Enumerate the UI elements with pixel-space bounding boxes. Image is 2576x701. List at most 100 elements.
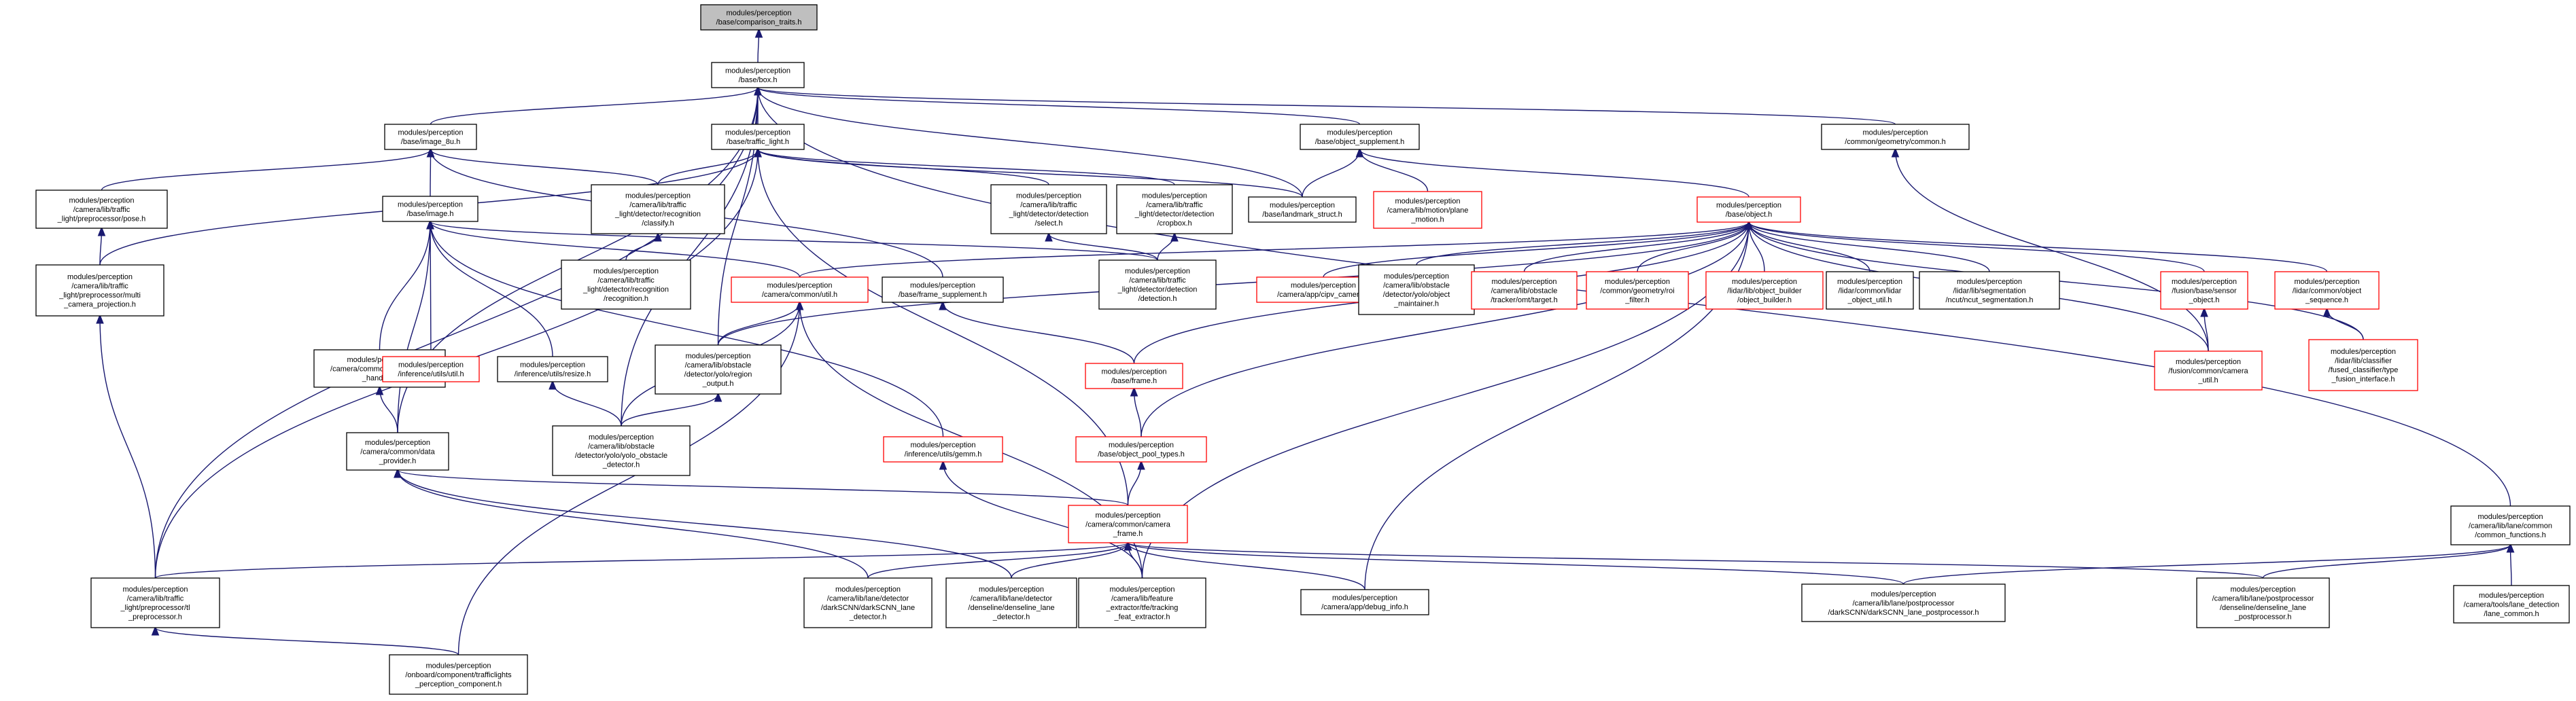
node-base_frame[interactable]: modules/perception/base/frame.h bbox=[1085, 363, 1183, 389]
node-traffic_light[interactable]: modules/perception/base/traffic_light.h bbox=[711, 124, 805, 150]
node-label-line: _util.h bbox=[2197, 376, 2218, 384]
node-label-line: /camera/lib/lane/common bbox=[2469, 522, 2552, 530]
node-label-line: _filter.h bbox=[1624, 296, 1649, 304]
node-trafficlights_comp[interactable]: modules/perception/onboard/component/tra… bbox=[389, 654, 528, 695]
node-label-line: modules/perception bbox=[1142, 192, 1207, 200]
node-camera_frame[interactable]: modules/perception/camera/common/camera_… bbox=[1068, 505, 1188, 543]
node-label-line: modules/perception bbox=[1270, 202, 1335, 210]
node-label-line: /camera/lib/feature bbox=[1111, 595, 1173, 603]
node-omt_target[interactable]: modules/perception/camera/lib/obstacle/t… bbox=[1471, 271, 1578, 310]
node-tl_preprocessor[interactable]: modules/perception/camera/lib/traffic_li… bbox=[90, 577, 220, 628]
node-yolo_region[interactable]: modules/perception/camera/lib/obstacle/d… bbox=[655, 344, 782, 395]
node-denseline_det[interactable]: modules/perception/camera/lib/lane/detec… bbox=[945, 577, 1077, 628]
node-tl_pose[interactable]: modules/perception/camera/lib/traffic_li… bbox=[35, 190, 168, 229]
node-box bbox=[384, 124, 477, 150]
node-fused_classifier[interactable]: modules/perception/lidar/lib/classifier/… bbox=[2308, 339, 2418, 391]
node-data_provider[interactable]: modules/perception/camera/common/data_pr… bbox=[346, 432, 449, 471]
node-label-line: /inference/utils/resize.h bbox=[515, 370, 591, 378]
edge-geometry_common-to-box bbox=[758, 88, 1896, 125]
edge-camera_frame-to-object_pool bbox=[1127, 462, 1142, 506]
edge-path bbox=[1128, 543, 1904, 585]
node-label-line: /select.h bbox=[1035, 219, 1063, 228]
node-label-line: /camera/lib/traffic bbox=[1146, 201, 1203, 209]
node-label-line: modules/perception bbox=[1101, 368, 1166, 376]
node-inference_resize[interactable]: modules/perception/inference/utils/resiz… bbox=[497, 356, 608, 382]
node-label-line: /base/traffic_light.h bbox=[727, 138, 789, 146]
edge-camera_frame-to-data_provider bbox=[398, 470, 1129, 506]
node-obj_sequence[interactable]: modules/perception/lidar/common/object_s… bbox=[2274, 271, 2380, 310]
node-label-line: modules/perception bbox=[69, 196, 134, 204]
node-object_supplement[interactable]: modules/perception/base/object_supplemen… bbox=[1300, 124, 1420, 150]
node-object[interactable]: modules/perception/base/object.h bbox=[1696, 196, 1801, 223]
node-label-line: /lidar/lib/segmentation bbox=[1953, 287, 2025, 295]
node-debug_info[interactable]: modules/perception/camera/app/debug_info… bbox=[1300, 589, 1429, 615]
node-label-line: /base/object_supplement.h bbox=[1315, 138, 1404, 146]
node-lidar_obj_util[interactable]: modules/perception/lidar/common/lidar_ob… bbox=[1826, 271, 1914, 310]
node-det_select[interactable]: modules/perception/camera/lib/traffic_li… bbox=[990, 184, 1107, 234]
edge-base_frame-to-frame_supplement bbox=[943, 302, 1135, 364]
node-box[interactable]: modules/perception/base/box.h bbox=[711, 62, 805, 88]
node-geom_roi[interactable]: modules/perception/common/geometry/roi_f… bbox=[1586, 271, 1689, 310]
edge-lidar_obj_util-to-object bbox=[1749, 222, 1870, 272]
node-geometry_common[interactable]: modules/perception/common/geometry/commo… bbox=[1821, 124, 1970, 150]
node-label-line: /camera/lib/traffic bbox=[1129, 276, 1186, 285]
node-inference_gemm[interactable]: modules/perception/inference/utils/gemm.… bbox=[883, 436, 1003, 463]
edge-path bbox=[430, 221, 944, 437]
node-landmark[interactable]: modules/perception/base/landmark_struct.… bbox=[1248, 196, 1357, 223]
node-image[interactable]: modules/perception/base/image.h bbox=[382, 196, 478, 222]
node-label-line: modules/perception bbox=[1862, 129, 1928, 137]
node-det_cropbox[interactable]: modules/perception/camera/lib/traffic_li… bbox=[1116, 184, 1233, 234]
node-darkscnn_post[interactable]: modules/perception/camera/lib/lane/postp… bbox=[1801, 583, 2006, 622]
edge-detection_h-to-image bbox=[430, 221, 1158, 261]
node-box bbox=[2196, 577, 2330, 628]
node-label-line: modules/perception bbox=[1016, 192, 1081, 200]
edge-fusion_cam_util-to-geometry_common bbox=[1896, 149, 2209, 352]
node-denseline_post[interactable]: modules/perception/camera/lib/lane/postp… bbox=[2196, 577, 2330, 628]
node-motion_plane[interactable]: modules/perception/camera/lib/motion/pla… bbox=[1373, 191, 1482, 229]
node-label-line: modules/perception bbox=[122, 586, 188, 594]
node-label-line: /common/geometry/common.h bbox=[1845, 138, 1946, 146]
node-darkscnn_det[interactable]: modules/perception/camera/lib/lane/detec… bbox=[803, 577, 933, 628]
node-label-line: /camera/common/util.h bbox=[762, 291, 837, 299]
node-label-line: _camera_projection.h bbox=[63, 301, 136, 309]
edge-tl_preprocessor-to-multi_cam_proj bbox=[100, 316, 156, 579]
node-label-line: /camera/lib/traffic bbox=[629, 201, 686, 209]
node-image8u[interactable]: modules/perception/base/image_8u.h bbox=[384, 124, 477, 150]
node-fusion_cam_util[interactable]: modules/perception/fusion/common/camera_… bbox=[2154, 350, 2263, 391]
node-yolo_detector[interactable]: modules/perception/camera/lib/obstacle/d… bbox=[552, 425, 691, 476]
node-inference_util[interactable]: modules/perception/inference/utils/util.… bbox=[382, 356, 480, 382]
node-lane_common_functions[interactable]: modules/perception/camera/lib/lane/commo… bbox=[2450, 505, 2571, 545]
edge-denseline_post-to-camera_frame bbox=[1128, 543, 2264, 579]
node-box bbox=[1300, 124, 1420, 150]
node-frame_supplement[interactable]: modules/perception/base/frame_supplement… bbox=[882, 276, 1004, 303]
node-obj_builder[interactable]: modules/perception/lidar/lib/object_buil… bbox=[1705, 271, 1824, 310]
node-label-line: modules/perception bbox=[1491, 278, 1556, 286]
node-label-line: /base/landmark_struct.h bbox=[1262, 211, 1342, 219]
node-box bbox=[591, 184, 725, 234]
node-recognition_h[interactable]: modules/perception/camera/lib/traffic_li… bbox=[561, 259, 691, 310]
edge-det_cropbox-to-traffic_light bbox=[758, 149, 1175, 185]
node-label-line: modules/perception bbox=[2331, 348, 2396, 356]
node-box bbox=[700, 4, 818, 31]
node-detection_h[interactable]: modules/perception/camera/lib/traffic_li… bbox=[1098, 259, 1217, 310]
node-cam_util[interactable]: modules/perception/camera/common/util.h bbox=[731, 276, 869, 303]
node-ncut_seg[interactable]: modules/perception/lidar/lib/segmentatio… bbox=[1919, 271, 2060, 310]
node-recog_classify[interactable]: modules/perception/camera/lib/traffic_li… bbox=[591, 184, 725, 234]
node-box bbox=[1821, 124, 1970, 150]
node-label-line: _preprocessor.h bbox=[128, 613, 182, 622]
node-label-line: /base/comparison_traits.h bbox=[716, 18, 802, 26]
node-yolo_obj_maint[interactable]: modules/perception/camera/lib/obstacle/d… bbox=[1358, 264, 1475, 315]
node-object_pool[interactable]: modules/perception/base/object_pool_type… bbox=[1075, 436, 1207, 463]
node-lane_detection_common[interactable]: modules/perception/camera/tools/lane_det… bbox=[2453, 585, 2570, 624]
node-multi_cam_proj[interactable]: modules/perception/camera/lib/traffic_li… bbox=[35, 264, 164, 317]
node-base_sensor_obj[interactable]: modules/perception/fusion/base/sensor_ob… bbox=[2160, 271, 2248, 310]
edge-yolo_detector-to-yolo_region bbox=[621, 394, 718, 427]
edge-darkscnn_post-to-lane_common_functions bbox=[1902, 545, 2511, 585]
node-tracking_feat[interactable]: modules/perception/camera/lib/feature_ex… bbox=[1078, 577, 1206, 628]
node-box bbox=[561, 259, 691, 310]
node-label-line: /camera/lib/lane/postprocessor bbox=[2212, 595, 2314, 603]
edges-layer bbox=[100, 30, 2511, 655]
node-label-line: /common/geometry/roi bbox=[1600, 287, 1674, 295]
node-label-line: modules/perception bbox=[398, 201, 463, 209]
node-box bbox=[346, 432, 449, 471]
